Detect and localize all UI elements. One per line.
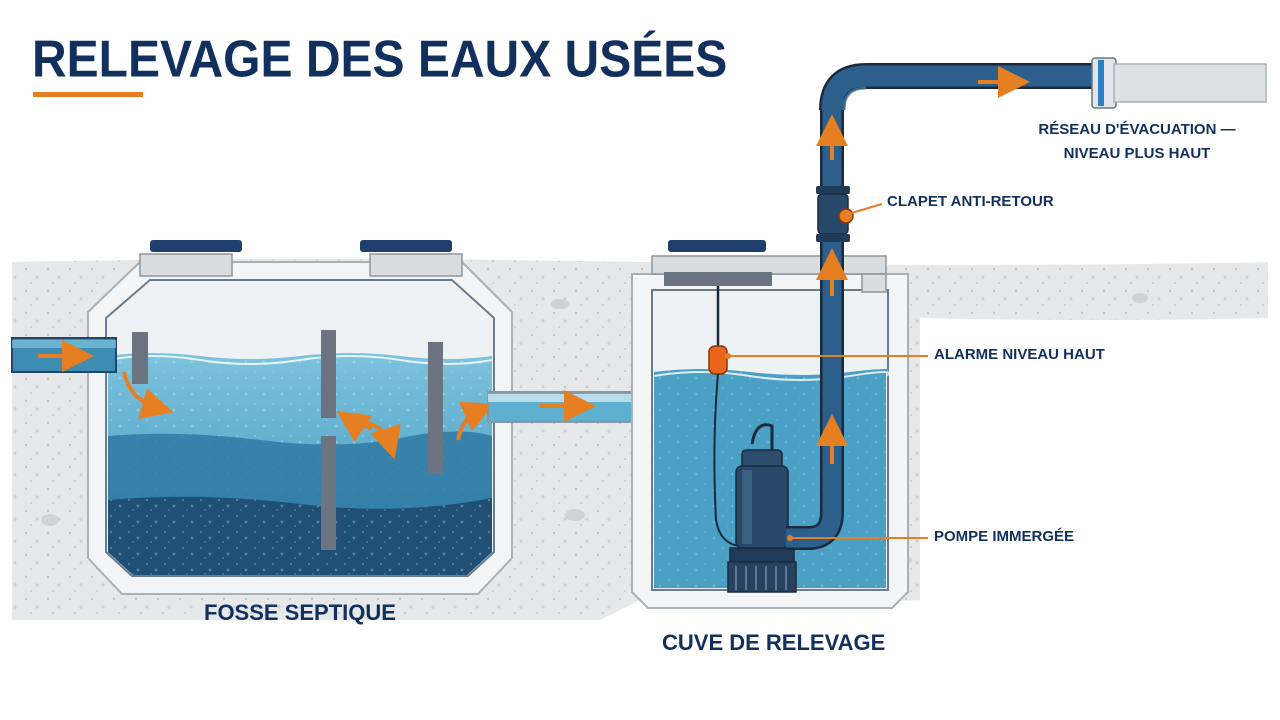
lift-tank — [631, 240, 909, 609]
septic-access-cover-left — [150, 240, 242, 252]
check-valve-label: CLAPET ANTI-RETOUR — [887, 193, 1054, 210]
float-switch-icon — [708, 345, 728, 375]
callout-lines — [725, 203, 928, 541]
septic-tank — [11, 240, 513, 595]
page-title: RELEVAGE DES EAUX USÉES — [32, 31, 728, 89]
network-label-line1: RÉSEAU D'ÉVACUATION — — [1038, 121, 1236, 138]
lift-tank-label: CUVE DE RELEVAGE — [662, 630, 886, 655]
lift-access-cover — [668, 240, 766, 252]
network-label-line2: NIVEAU PLUS HAUT — [1063, 145, 1211, 162]
inlet-baffle — [132, 332, 148, 384]
flow-arrow-icon — [122, 371, 174, 419]
check-valve-icon — [816, 186, 854, 242]
flow-arrow-icon — [336, 411, 373, 443]
partition-wall-upper — [321, 330, 336, 418]
submersible-pump-icon — [727, 423, 797, 593]
partition-wall-lower — [321, 436, 336, 550]
septic-access-cover-right — [360, 240, 452, 252]
title-underline — [33, 92, 143, 97]
submersible-pump-label: POMPE IMMERGÉE — [934, 528, 1075, 545]
outlet-baffle — [428, 342, 443, 474]
high-level-alarm-label: ALARME NIVEAU HAUT — [934, 346, 1105, 363]
septic-tank-label: FOSSE SEPTIQUE — [204, 600, 396, 625]
flow-arrow-icon — [456, 401, 495, 441]
